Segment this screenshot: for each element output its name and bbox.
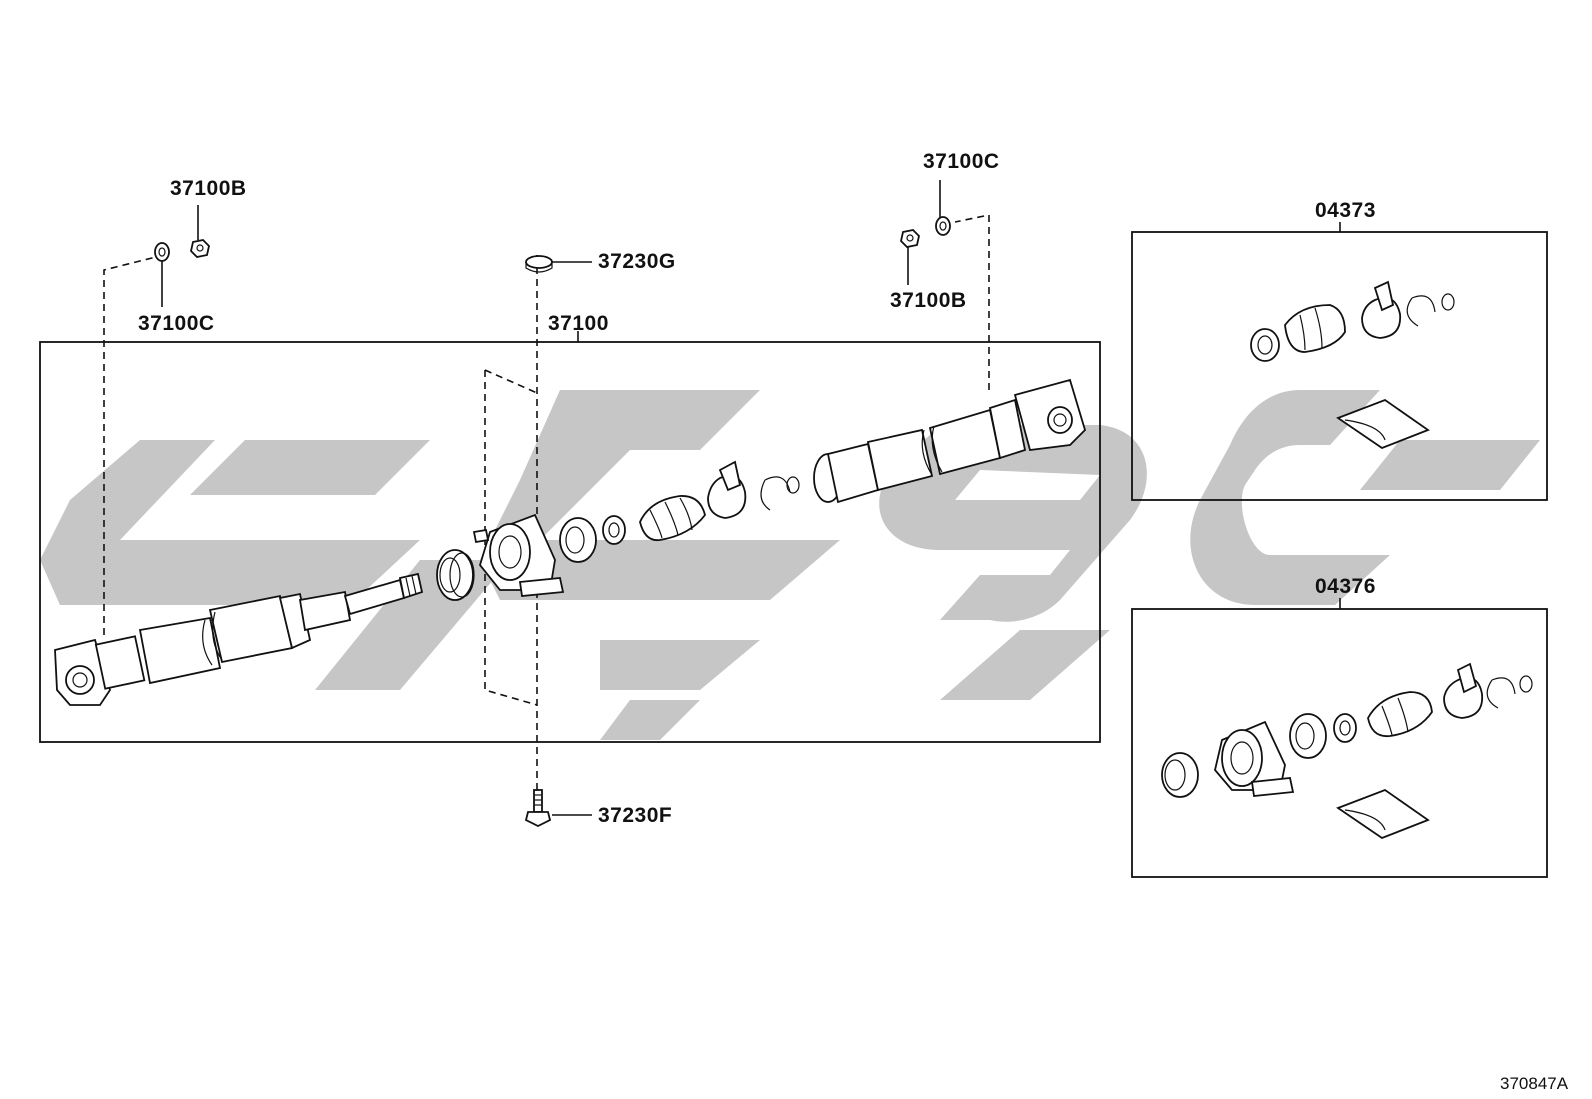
nut-37100B-left — [190, 239, 210, 258]
illustration-reference: 370847A — [1500, 1074, 1569, 1093]
callout-04373: 04373 — [1315, 199, 1376, 222]
callout-37230G: 37230G — [598, 250, 676, 273]
center-bearing-parts — [436, 460, 800, 601]
solid-leaders — [161, 180, 941, 816]
callout-37100B-left: 37100B — [170, 177, 247, 200]
washer-37100C-right — [935, 216, 951, 236]
kit-box-04376 — [1131, 608, 1548, 878]
propeller-shaft-front — [54, 572, 424, 706]
kit-04373-contents — [1250, 280, 1455, 450]
bolt-37230F — [524, 789, 552, 828]
watermark-logo — [40, 390, 1540, 740]
callout-37230F: 37230F — [598, 804, 672, 827]
callout-37100B-right: 37100B — [890, 289, 967, 312]
propeller-shaft-rear — [813, 378, 1087, 504]
callout-37100C-right: 37100C — [923, 150, 1000, 173]
cushion-37230G — [525, 255, 553, 273]
callout-37100C-left: 37100C — [138, 312, 215, 335]
callout-37100: 37100 — [548, 312, 609, 335]
washer-37100C-left — [154, 242, 170, 262]
kit-04376-contents — [1161, 662, 1533, 840]
assembly-box-37100 — [39, 341, 1101, 743]
callout-04376: 04376 — [1315, 575, 1376, 598]
nut-37100B-right — [900, 229, 920, 248]
